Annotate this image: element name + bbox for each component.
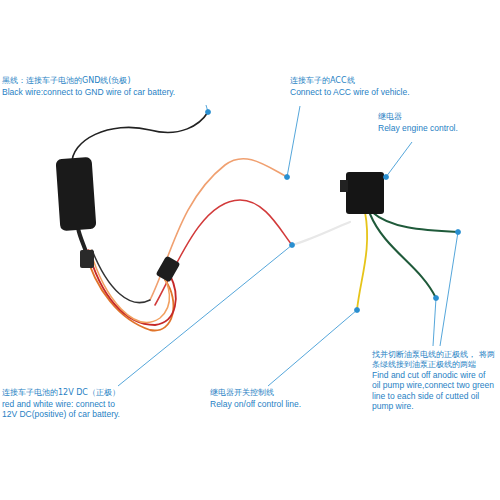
gps-tracker	[56, 157, 97, 231]
callout-label-zh: 连接车子的ACC线	[290, 76, 440, 86]
callout-label-en: Find and cut off anodic wire of oil pump…	[372, 370, 496, 411]
leader-dot	[434, 296, 439, 301]
callout-label-zh: 继电器开关控制线	[210, 388, 360, 398]
harness-wire	[88, 250, 176, 325]
fuse-holder	[156, 255, 181, 282]
leader-dot	[355, 308, 360, 313]
callout-label-en: red and white wire: connect to 12V DC(po…	[2, 399, 127, 419]
harness-wire	[85, 250, 173, 330]
yellow-wire	[357, 212, 367, 310]
harness-wire	[90, 250, 169, 322]
green-wire	[370, 214, 436, 298]
harness-wire	[92, 250, 150, 303]
callout-label-en: Black wire:connect to GND wire of car ba…	[2, 87, 202, 97]
leader-line	[268, 310, 357, 386]
acc-wire	[150, 159, 287, 300]
leader-dot	[290, 243, 295, 248]
relay	[346, 172, 384, 214]
white-wire	[292, 222, 350, 245]
leader-dot	[206, 110, 211, 115]
callout-label-en: Relay engine control.	[378, 123, 488, 133]
leader-dot	[456, 230, 461, 235]
leader-dot	[384, 175, 389, 180]
leader-line	[433, 298, 436, 346]
callout-label-en: Relay on/off control line.	[210, 399, 360, 409]
connector	[80, 250, 94, 268]
callout-label-zh: 继电器	[378, 112, 488, 122]
callout-label-zh: 连接车子电池的12V DC（正极）	[2, 388, 172, 398]
black-wire	[72, 112, 208, 165]
leader-line	[386, 142, 412, 177]
leader-line	[118, 245, 292, 386]
callout-label-zh: 黑线：连接车子电池的GND线(负极)	[2, 76, 202, 86]
callout-label-zh: 找并切断油泵电线的正极线， 将两条绿线接到油泵正极线的两端	[372, 350, 496, 369]
leader-dot	[285, 175, 290, 180]
leader-line	[440, 232, 458, 346]
callout-label-en: Connect to ACC wire of vehicle.	[290, 87, 440, 97]
leader-line	[287, 106, 300, 177]
green-wire	[372, 212, 458, 232]
device-cable	[78, 228, 86, 252]
relay-mount	[340, 180, 348, 192]
